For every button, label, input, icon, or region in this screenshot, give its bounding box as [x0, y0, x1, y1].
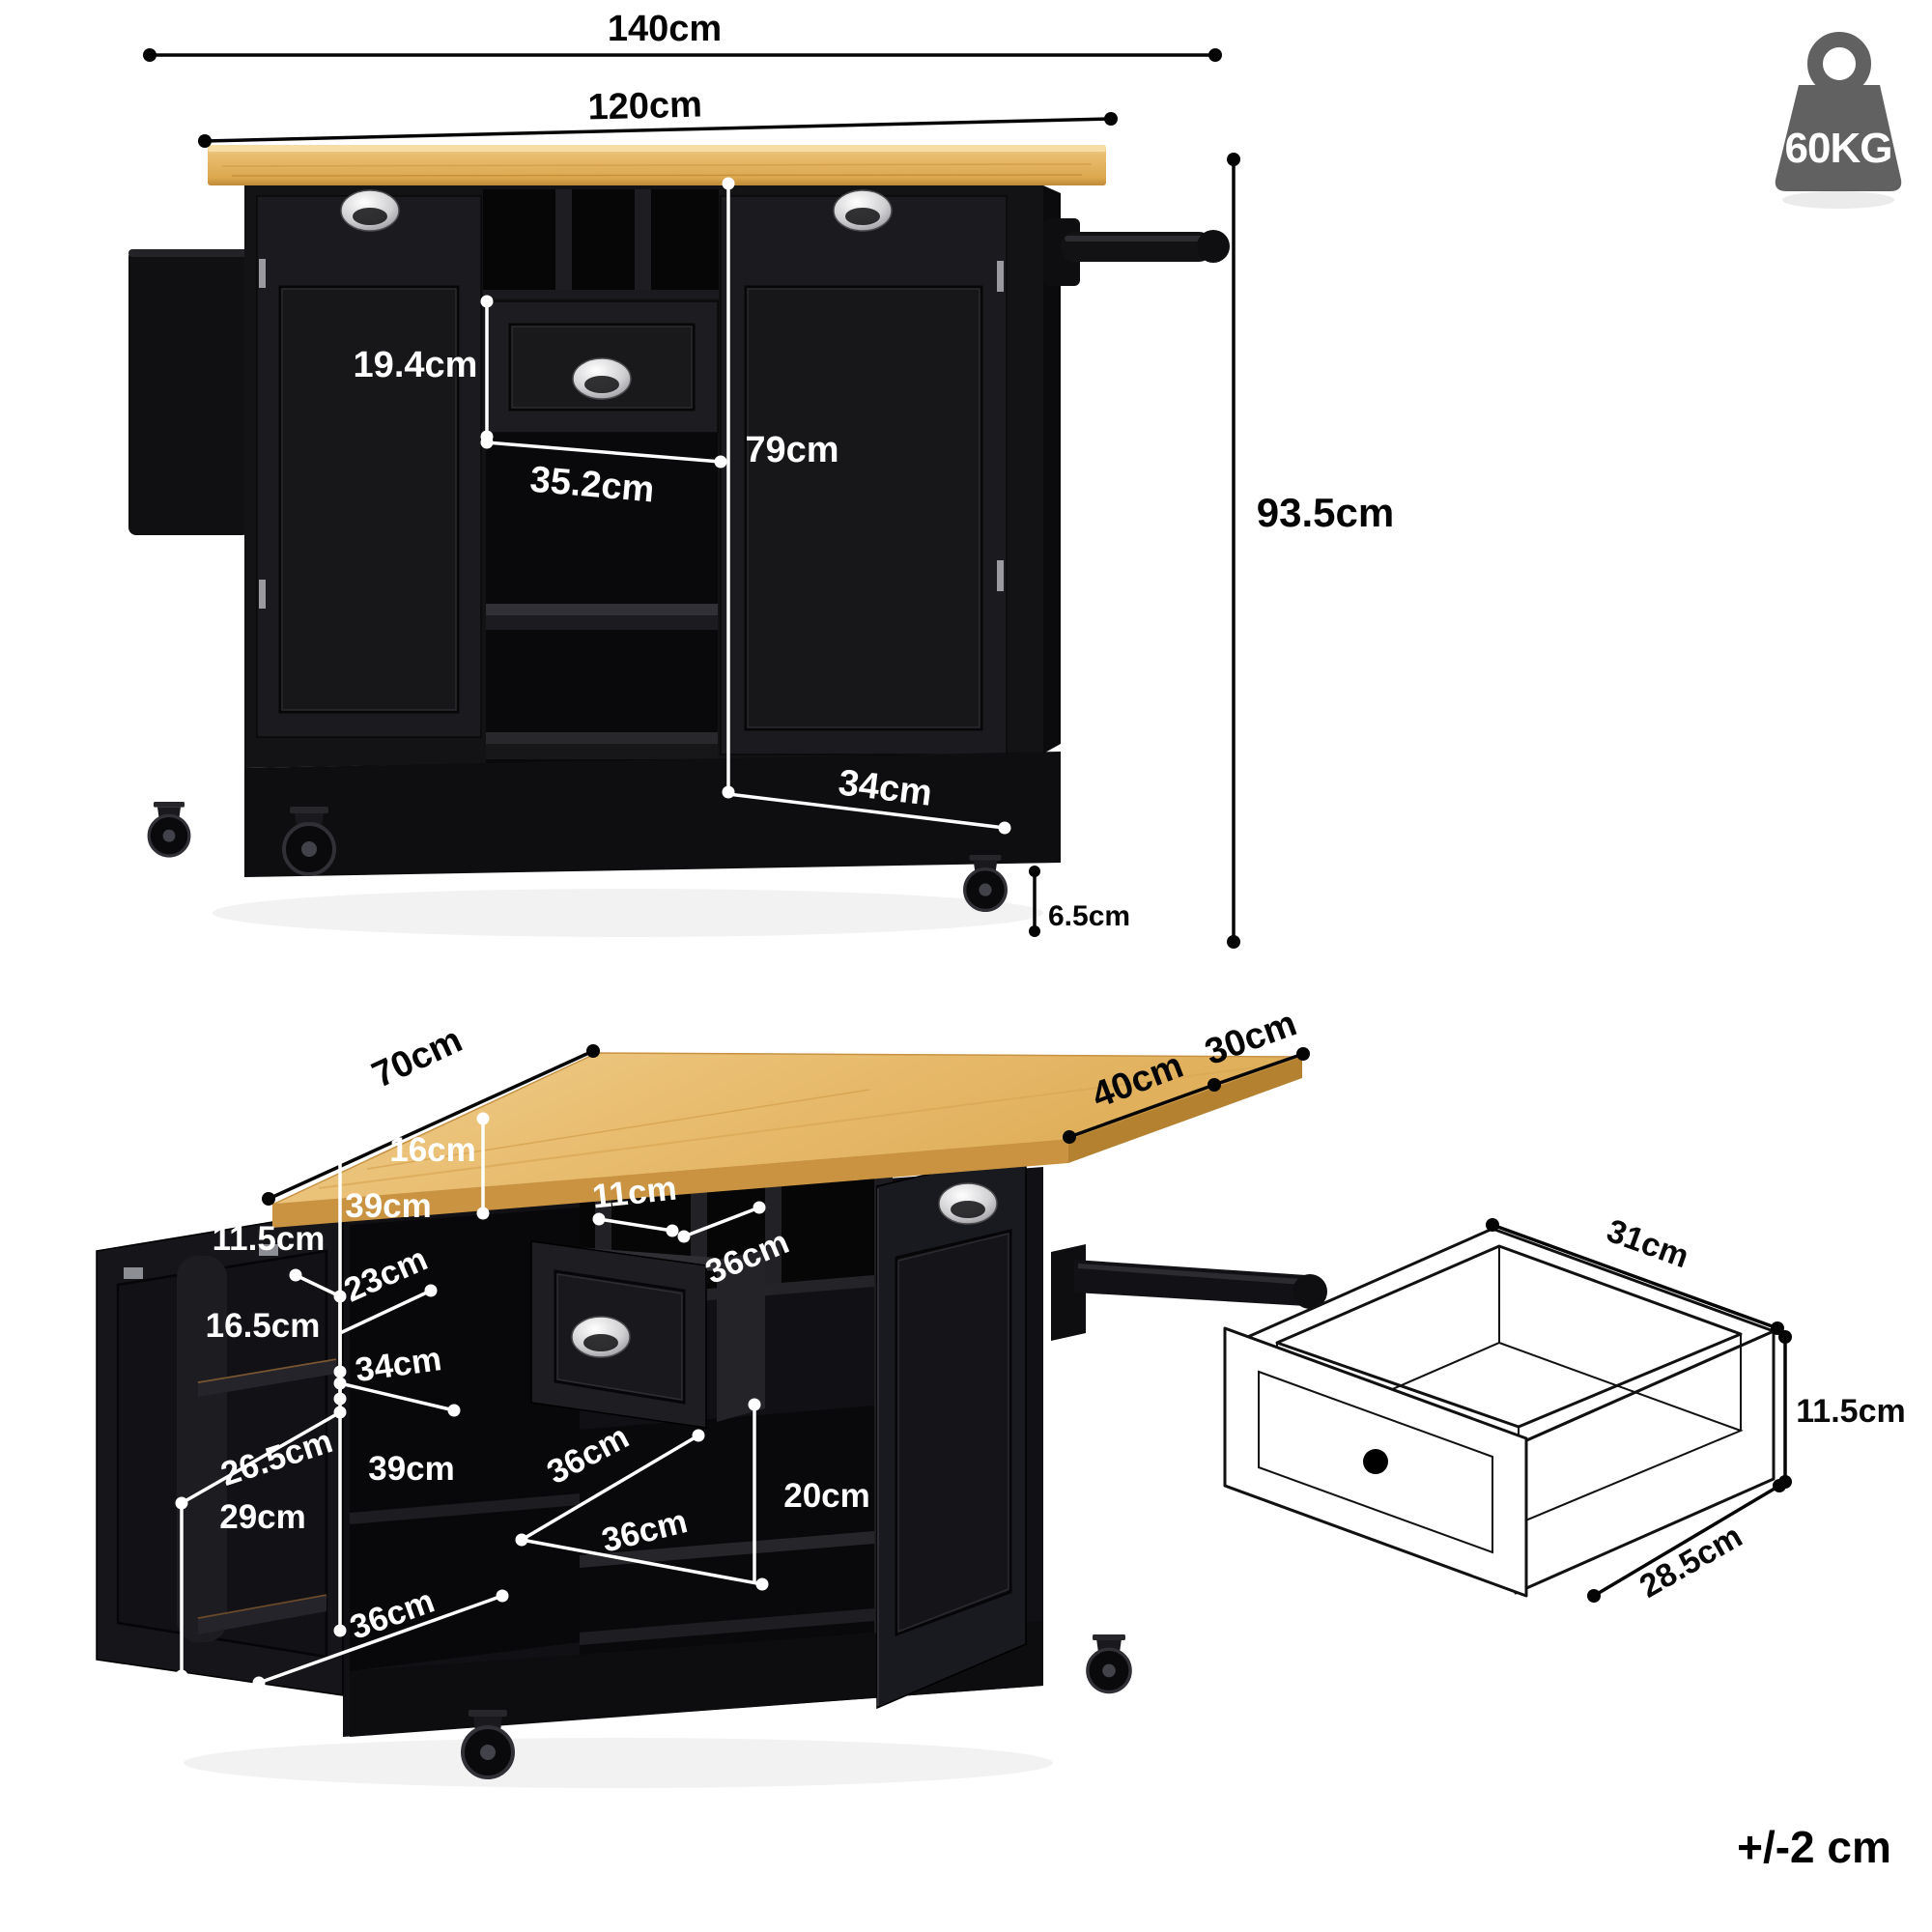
dim-door-rack-depth: 11.5cm [213, 1220, 326, 1258]
cabinet-right-side [1043, 185, 1061, 753]
side-rack-highlight [128, 249, 250, 257]
dim-cabinet-height: 79cm [745, 430, 838, 470]
open-cart-illustration [96, 1052, 1327, 1788]
countertop [208, 145, 1106, 185]
wine-cubbies [483, 189, 719, 296]
hinge-icon [124, 1267, 143, 1279]
dim-shelf-clearance: 20cm [783, 1477, 870, 1515]
dim-counter-width: 120cm [587, 84, 702, 128]
drawer-diagram: 31cm 11.5cm 28.5cm [1223, 1212, 1906, 1605]
cart-shadow [184, 1738, 1053, 1788]
dim-counter-depth: 70cm [366, 1020, 469, 1096]
hinge-icon [259, 1244, 278, 1256]
left-door-handle-icon [340, 189, 400, 232]
dim-caster-height: 6.5cm [1048, 900, 1130, 932]
dim-total-width: 140cm [608, 9, 722, 49]
open-drawer [530, 1240, 765, 1429]
drawer-knob-icon [1363, 1449, 1388, 1474]
closed-cart-inner-dimensions: 19.4cm 35.2cm 79cm 34cm [354, 177, 1011, 835]
drawer-handle-icon [571, 1316, 631, 1358]
right-door-open [876, 1151, 1027, 1710]
closed-cart-dimensions: 140cm 120cm 93.5cm 6.5cm [143, 9, 1394, 949]
hinge-icon [259, 580, 266, 609]
hinge-icon [259, 259, 266, 288]
caster-icon [147, 800, 191, 858]
towel-bar [1051, 1244, 1327, 1341]
middle-section [483, 189, 719, 763]
hinge-icon [997, 560, 1004, 591]
right-door-handle-icon [833, 189, 893, 232]
side-rack-left [128, 249, 250, 535]
door-rail [177, 1256, 227, 1642]
dim-drawer-inner-height: 11.5cm [1796, 1393, 1905, 1430]
weight-capacity-icon: 60KG [1775, 32, 1902, 209]
caster-icon [1086, 1633, 1132, 1694]
dim-wine-rack-height: 16cm [389, 1131, 476, 1169]
towel-bar [1043, 218, 1230, 286]
dim-lower-door-rack-height: 29cm [219, 1498, 306, 1536]
right-door-handle-icon [938, 1182, 998, 1225]
hinge-icon [997, 261, 1004, 292]
base-plinth [244, 752, 1061, 877]
dim-drawer-inner-width: 31cm [1602, 1212, 1693, 1275]
dim-upper-door-rack-height: 16.5cm [206, 1307, 321, 1345]
closed-cart-illustration [128, 145, 1230, 937]
tolerance-note: +/-2 cm [1737, 1822, 1891, 1872]
dim-drawer-height: 19.4cm [354, 345, 478, 385]
dim-wine-slot-width: 11cm [590, 1170, 678, 1216]
dim-upper-interior-height: 39cm [345, 1187, 432, 1225]
weight-capacity-label: 60KG [1785, 125, 1892, 172]
right-door [720, 189, 1008, 755]
cart-shadow [213, 889, 1043, 937]
dim-overall-height: 93.5cm [1257, 490, 1394, 535]
middle-drawer-handle-icon [572, 357, 632, 400]
left-door [256, 189, 482, 738]
dim-lower-interior-height: 39cm [368, 1450, 455, 1488]
open-shelf-cavity [486, 433, 718, 763]
left-door-open [96, 1209, 344, 1696]
countertop [271, 1052, 1303, 1228]
